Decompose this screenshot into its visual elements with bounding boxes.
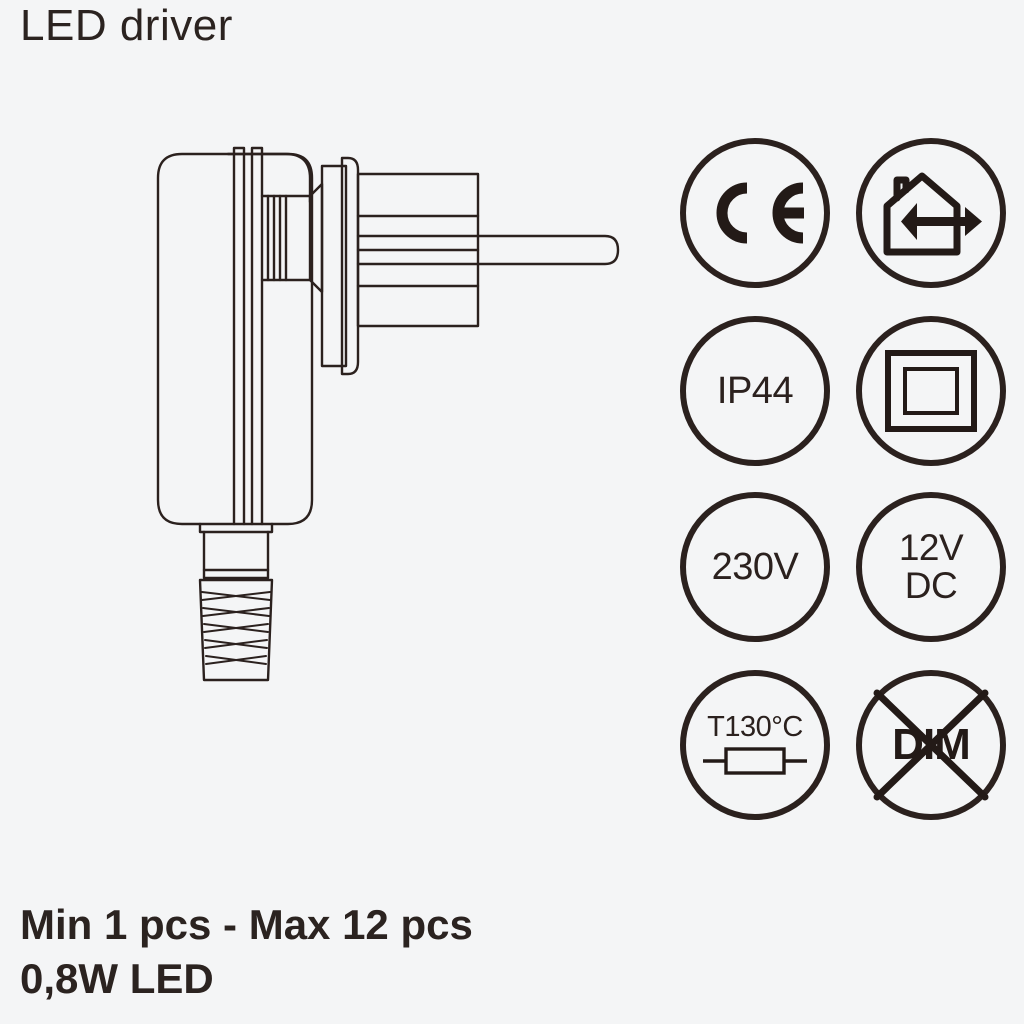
double-arrow <box>901 203 982 240</box>
badge-temperature[interactable]: T130°C <box>680 670 830 820</box>
temperature-stack: T130°C <box>701 710 809 778</box>
cable-neck-body <box>202 530 270 580</box>
outer-square <box>885 350 977 432</box>
page-title: LED driver <box>20 1 233 50</box>
house-outline <box>883 172 961 256</box>
housing-rib-cap-1 <box>232 146 246 156</box>
badge-ip-rating[interactable]: IP44 <box>680 316 830 466</box>
badge-ce-mark[interactable] <box>680 138 830 288</box>
plug-pin <box>356 234 620 266</box>
thread-grooves <box>201 591 271 665</box>
ce-mark-icon <box>716 182 804 244</box>
badge-output-voltage[interactable]: 12V DC <box>856 492 1006 642</box>
thermal-fuse-icon <box>703 746 807 775</box>
badge-input-voltage[interactable]: 230V <box>680 492 830 642</box>
housing-body <box>156 152 314 526</box>
thread-outline <box>198 578 274 682</box>
fuse-body <box>724 746 786 775</box>
product-drawing <box>110 140 650 800</box>
product-drawing-svg <box>156 146 620 682</box>
badge-temperature-label: T130°C <box>707 710 803 743</box>
inner-square <box>903 367 959 415</box>
plug-flange-outer <box>340 156 360 376</box>
badge-output-voltage-label: 12V DC <box>898 527 964 606</box>
badge-ip-rating-label: IP44 <box>716 370 794 412</box>
plug-barrel <box>356 172 480 328</box>
house-arrow-icon <box>883 172 982 256</box>
cable-neck-top <box>198 522 274 534</box>
double-square-icon <box>885 350 977 432</box>
badge-indoor-outdoor[interactable] <box>856 138 1006 288</box>
footer-spec: Min 1 pcs - Max 12 pcs 0,8W LED <box>20 898 473 1006</box>
footer-spec-line-1: Min 1 pcs - Max 12 pcs <box>20 901 473 948</box>
badge-output-voltage-line2: DC <box>904 565 958 606</box>
badge-input-voltage-label: 230V <box>711 546 799 588</box>
housing-rib-cap-2 <box>250 146 264 156</box>
not-dimmable-wrap: DIM <box>865 679 997 811</box>
badge-not-dimmable-label: DIM <box>892 720 971 769</box>
badge-output-voltage-line1: 12V <box>898 527 964 569</box>
plug-flange-inner <box>320 164 348 368</box>
badge-not-dimmable[interactable]: DIM <box>856 670 1006 820</box>
housing-shoulder <box>226 152 312 204</box>
footer-spec-line-2: 0,8W LED <box>20 954 214 1002</box>
badge-class-two[interactable] <box>856 316 1006 466</box>
spec-badge-grid: IP44 230V 12V DC T130°C <box>676 138 1016 838</box>
